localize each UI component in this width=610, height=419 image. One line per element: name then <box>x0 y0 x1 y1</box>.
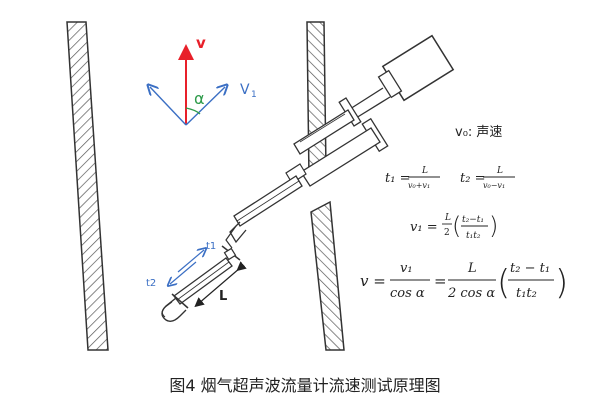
v-formula-equals: = <box>434 272 447 290</box>
v1-label-subscript: 1 <box>251 90 257 100</box>
left-duct-wall <box>66 21 109 351</box>
v1-formula-lhs: v₁ = <box>410 220 438 235</box>
t2-label: t2 <box>146 278 156 289</box>
v-formula-lhs: v = <box>360 272 386 290</box>
v1-arrow <box>185 87 225 126</box>
v-formula-paren-numerator: t₂ − t₁ <box>510 261 550 276</box>
L-dimension <box>194 261 247 308</box>
velocity-vectors <box>150 44 225 126</box>
v-formula-frac2-denominator: 2 cos α <box>447 286 495 301</box>
alpha-angle-arc <box>185 107 201 115</box>
v-formula-paren-denominator: t₁t₂ <box>516 286 537 301</box>
svg-text:(: ( <box>452 212 461 240</box>
v-formula-frac2-numerator: L <box>467 261 477 276</box>
v1-label: V <box>240 82 250 98</box>
t1-formula-numerator: L <box>421 166 428 176</box>
v-label: v <box>196 34 206 52</box>
t1-label: t1 <box>206 241 216 252</box>
formula-block: v₀: 声速 t₁ = L v₀+v₁ t₂ = L v₀−v₁ v₁ = L … <box>360 125 568 303</box>
v1-formula-paren-numerator: t₂−t₁ <box>462 215 484 225</box>
figure-caption: 图4 烟气超声波流量计流速测试原理图 <box>169 376 441 395</box>
probe-neck <box>377 69 403 99</box>
L-label: L <box>219 289 227 304</box>
v-left-component-arrow <box>150 87 187 126</box>
t1-arrow <box>177 250 204 273</box>
t2-formula-lhs: t₂ = <box>460 171 485 186</box>
outer-sleeve <box>293 109 355 155</box>
lower-transducer-bar <box>171 293 189 309</box>
alpha-label: α <box>194 89 205 108</box>
v1-formula-paren-denominator: t₁t₂ <box>466 231 481 241</box>
signal-direction-arrows <box>170 250 204 284</box>
t2-formula-numerator: L <box>496 166 503 176</box>
t2-arrow <box>170 261 197 284</box>
t1-formula-denominator: v₀+v₁ <box>408 181 430 190</box>
svg-text:): ) <box>489 212 498 240</box>
t2-formula-denominator: v₀−v₁ <box>483 181 505 190</box>
v-formula-frac1-numerator: v₁ <box>400 261 413 276</box>
t1-formula-lhs: t₁ = <box>385 171 410 186</box>
sound-speed-definition: v₀: 声速 <box>455 125 502 140</box>
v1-formula-numerator: L <box>444 213 451 223</box>
svg-text:(: ( <box>497 263 510 303</box>
v1-formula-denominator: 2 <box>444 228 450 238</box>
v-formula-frac1-denominator: cos α <box>390 286 425 301</box>
right-duct-wall <box>306 21 345 351</box>
svg-text:): ) <box>555 263 568 303</box>
